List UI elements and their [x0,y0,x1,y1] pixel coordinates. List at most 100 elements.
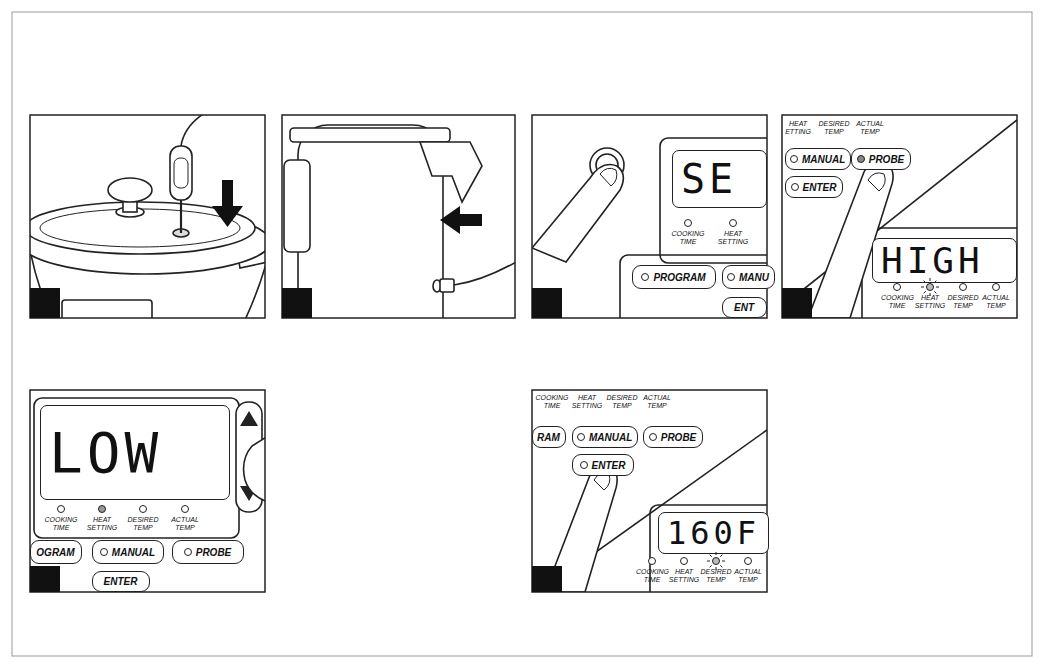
panel-frame [30,115,1017,592]
slow-cooker-lid-probe [180,198,182,233]
control-button: ENTER [92,571,150,592]
indicator-led [893,283,901,291]
control-button: ENTER [785,176,843,198]
panel-frame [282,115,515,318]
lit-ray [710,555,712,557]
button-label: PROBE [196,547,232,558]
indicator-label: DESIRED TEMP [816,120,852,135]
slow-cooker-side-jack [458,214,482,226]
control-button: MANUAL [92,540,164,564]
control-button: RAM [532,426,566,448]
control-button: PROBE [172,540,244,564]
indicator-label: COOKING TIME [670,230,706,245]
indicator-label: COOKING TIME [881,294,913,309]
lit-ray [936,287,939,288]
led-indicator [857,155,865,163]
button-label: PROGRAM [653,272,705,283]
indicator-label: DESIRED TEMP [700,568,732,583]
indicator-led [181,505,189,513]
slow-cooker-side-jack [284,125,515,318]
arrow-rocker-press [244,436,265,502]
probe-button-press [868,173,885,191]
lit-ray [720,565,722,567]
indicator-led [57,505,65,513]
control-button: OGRAM [30,540,82,564]
indicator-led [98,505,106,513]
button-label: ENTER [803,182,837,193]
lit-ray [710,565,712,567]
button-label: OGRAM [36,547,74,558]
button-label: MANU [739,272,769,283]
button-label: PROBE [661,432,697,443]
power-button-press [600,168,617,186]
led-indicator [184,548,192,556]
button-label: ENTER [104,576,138,587]
slow-cooker-side-jack [284,160,310,252]
led-indicator [790,155,798,163]
indicator-led [959,283,967,291]
display-readout: 160F [667,514,760,552]
indicator-label: DESIRED TEMP [605,394,639,409]
button-label: PROBE [869,154,905,165]
slow-cooker-side-jack [454,262,515,285]
indicator-label: DESIRED TEMP [947,294,979,309]
led-indicator [791,183,799,191]
step-marker [282,288,312,318]
control-button: ENT [722,297,767,318]
page-frame [12,12,1032,656]
slow-cooker-lid-probe [170,146,192,200]
power-button-press [620,255,767,318]
power-button-press [532,165,623,263]
lit-ray [722,561,725,562]
slow-cooker-side-jack [440,279,454,292]
indicator-led [648,557,656,565]
enter-button-press [650,505,767,592]
display-readout: HIGH [881,240,984,281]
indicator-led [744,557,752,565]
indicator-label: COOKING TIME [636,568,668,583]
slow-cooker-lid-probe [108,178,152,202]
slow-cooker-side-jack [440,206,460,234]
control-button: MANUAL [572,426,638,448]
indicator-label: HEAT ETTING [780,120,816,135]
indicator-label: COOKING TIME [42,516,80,531]
control-button: PROBE [851,148,911,170]
step-marker [30,288,812,592]
control-button: MANUAL [785,148,851,170]
indicator-led [680,557,688,565]
slow-cooker-side-jack [298,125,443,318]
slow-cooker-side-jack [290,128,450,142]
slow-cooker-lid-probe [62,300,152,318]
step-marker [30,566,60,592]
indicator-led [926,283,934,291]
panel-frame [30,115,265,318]
button-label: ENTER [592,460,626,471]
lit-ray [924,291,926,293]
led-indicator [100,548,108,556]
arrow-rocker-press [240,411,258,426]
lit-ray [921,287,924,288]
slow-cooker-lid-probe [181,115,206,146]
indicator-label: HEAT SETTING [83,516,121,531]
indicator-label: HEAT SETTING [570,394,604,409]
lit-ray [716,567,717,570]
slow-cooker-lid-probe [30,115,265,318]
indicator-label: HEAT SETTING [668,568,700,583]
slow-cooker-lid-probe [222,180,233,208]
slow-cooker-lid-probe [174,158,188,188]
lit-ray [924,281,926,283]
lit-ray [930,278,931,281]
arrow-rocker-press [34,398,265,538]
panel-frame [532,390,767,592]
indicator-label: HEAT SETTING [914,294,946,309]
slow-cooker-side-jack [420,142,482,202]
button-label: RAM [537,432,560,443]
indicator-label: ACTUAL TEMP [732,568,764,583]
lit-ray [707,561,710,562]
indicator-label: COOKING TIME [535,394,569,409]
probe-button-press [790,120,1017,300]
indicator-led [992,283,1000,291]
button-label: ENT [734,302,754,313]
lcd-display: SE [672,150,767,208]
